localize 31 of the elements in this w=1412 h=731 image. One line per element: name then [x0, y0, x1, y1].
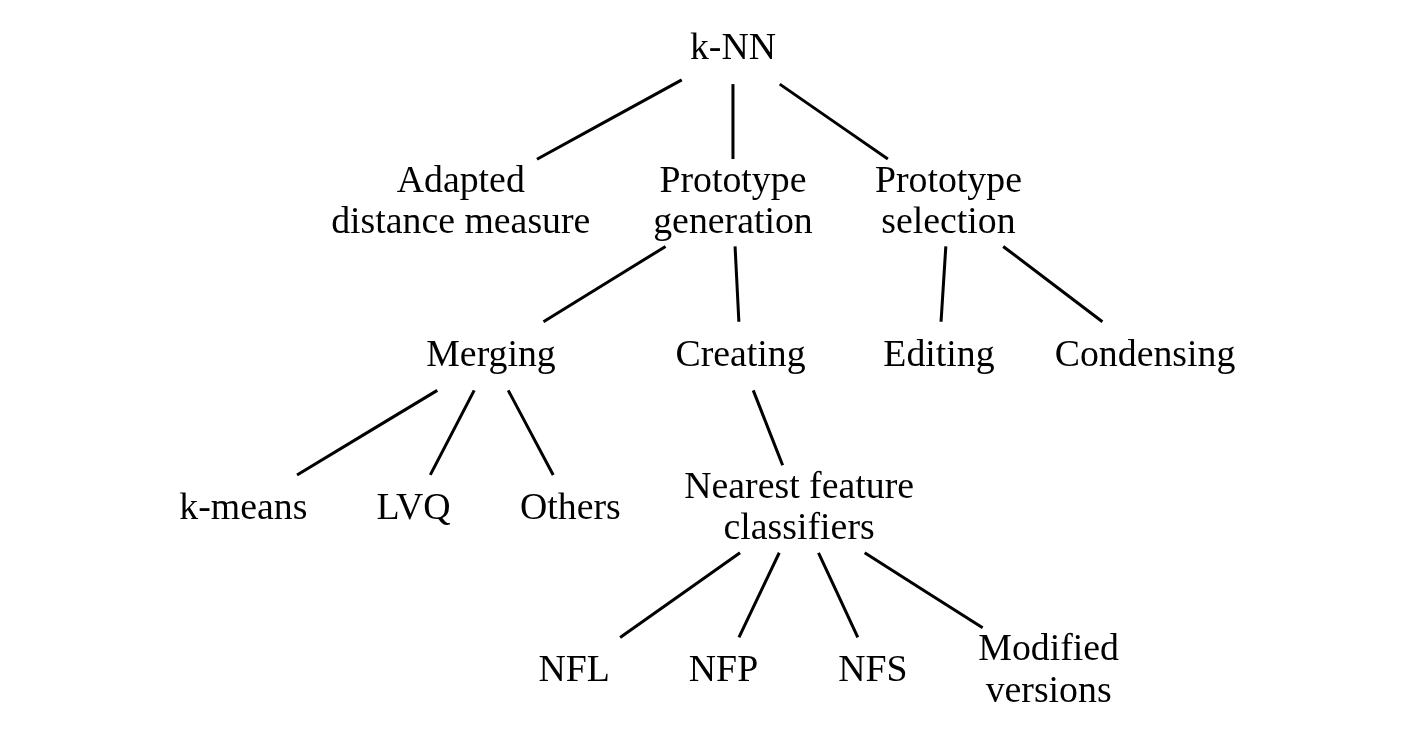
connector [1001, 245, 1103, 323]
node-text: Others [519, 484, 621, 527]
node-text: Prototype generation [652, 157, 813, 242]
connector [506, 389, 555, 476]
node-text: Condensing [1054, 331, 1235, 374]
node-text: Nearest feature classifiers [683, 463, 914, 548]
connector [863, 551, 983, 630]
connector [618, 551, 741, 639]
node-text: Prototype selection [874, 157, 1022, 242]
connector [939, 246, 947, 322]
connector [295, 389, 438, 477]
connector [733, 246, 740, 322]
node-text: Creating [674, 331, 806, 374]
node-text: NFL [537, 647, 610, 690]
node-text: LVQ [375, 484, 451, 527]
connector [730, 84, 734, 160]
node-text: Modified versions [977, 626, 1119, 710]
node-text: Adapted distance measure [330, 157, 590, 242]
node-text: Editing [882, 331, 995, 374]
connector [535, 78, 682, 161]
connector [542, 245, 666, 324]
connector [816, 552, 859, 639]
connector [737, 552, 781, 639]
connector [778, 82, 889, 161]
connector [751, 389, 784, 466]
node-text: k-NN [689, 25, 776, 68]
node-text: NFS [837, 647, 908, 690]
node-text: k-means [178, 484, 307, 527]
connector [428, 389, 476, 476]
node-text: Merging [425, 331, 556, 374]
node-text: NFP [688, 647, 758, 690]
